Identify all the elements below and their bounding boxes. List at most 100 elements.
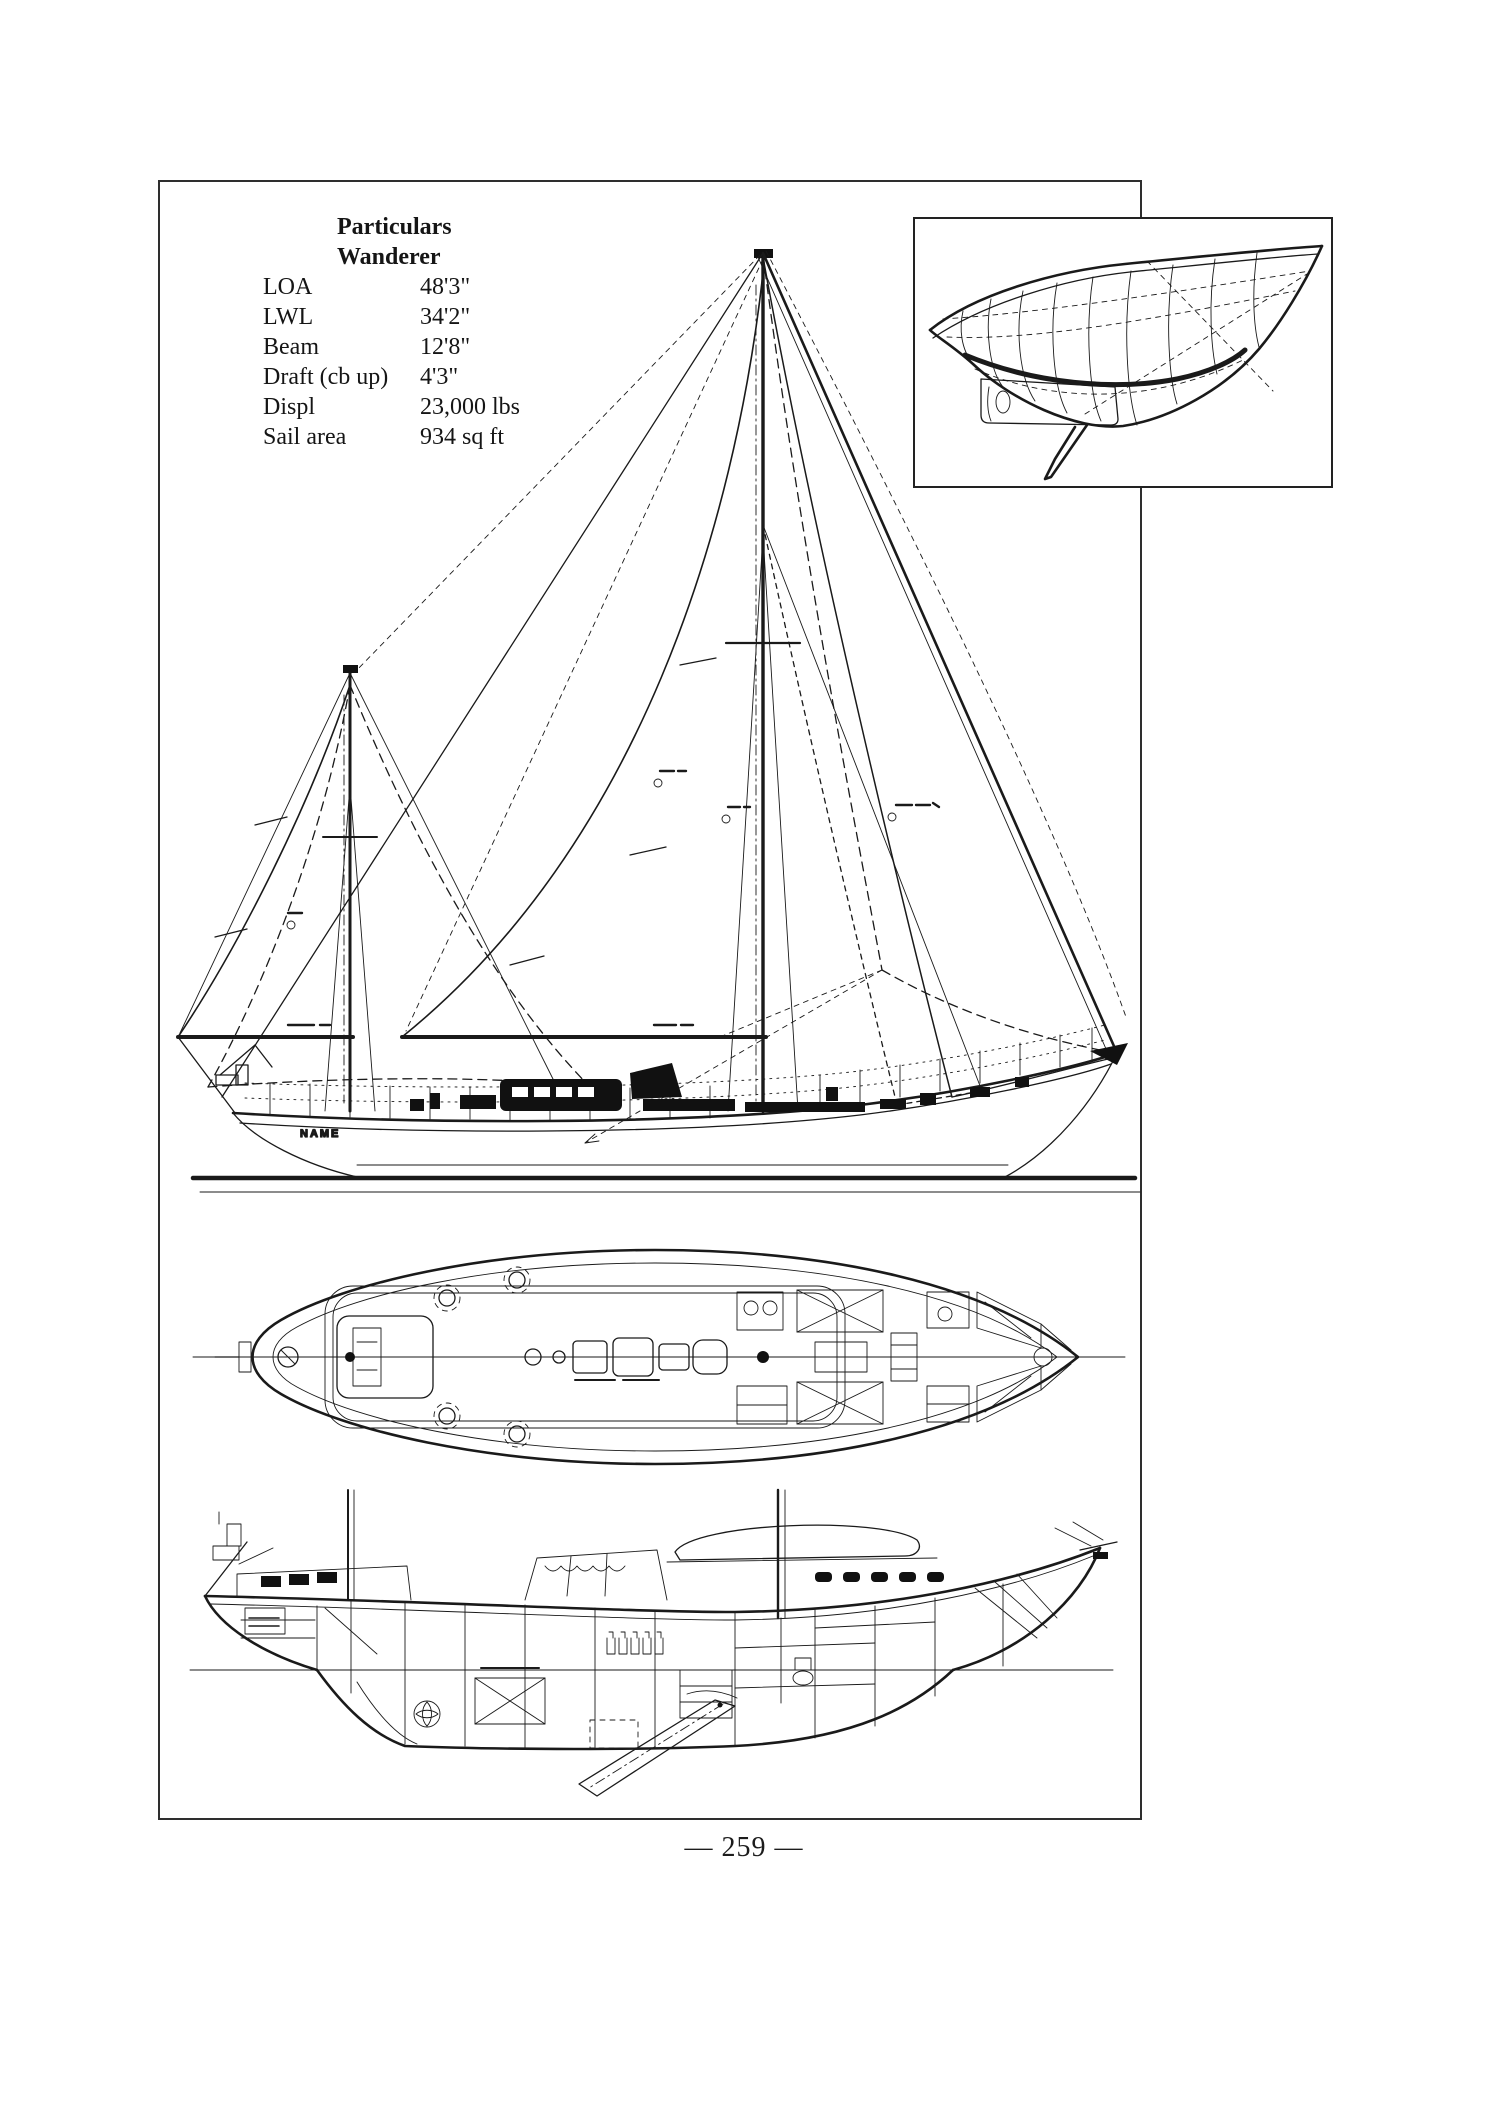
rudder-line <box>356 1681 418 1745</box>
stowed-dinghy <box>674 1524 920 1561</box>
saloon-berths <box>796 1289 884 1425</box>
sheer-line <box>928 244 1324 332</box>
winch <box>920 1093 936 1105</box>
hull-name-text: NAME <box>300 1128 340 1140</box>
station-line <box>1126 270 1138 426</box>
berth-lines <box>240 1607 936 1689</box>
bow-stem <box>1004 1052 1118 1178</box>
centerboard-slot <box>995 390 1011 414</box>
rigging <box>177 252 802 1114</box>
bow-fitting <box>1033 1347 1053 1367</box>
stern-vane-gear <box>215 1044 273 1086</box>
boat-name: Wanderer <box>337 244 441 270</box>
drawer-stack <box>679 1669 733 1719</box>
genoa-dashed <box>584 250 1127 1144</box>
hull-profile <box>231 1051 1119 1178</box>
dodger <box>630 1063 682 1099</box>
annotation-marks <box>286 769 941 1027</box>
mainsail <box>401 272 764 1038</box>
portlight <box>843 1572 860 1582</box>
particulars-row: Beam 12'8" <box>263 332 520 362</box>
main-shroud <box>762 534 799 1112</box>
sail-area-mark <box>887 801 941 822</box>
bow-fittings <box>1054 1521 1118 1559</box>
mizzen-sail <box>177 684 351 1038</box>
particulars-label: Sail area <box>263 424 347 450</box>
deck-gear <box>215 1043 1128 1112</box>
particulars-value: 934 sq ft <box>420 424 504 450</box>
station-line <box>1210 258 1218 375</box>
hull-profile <box>203 1546 1102 1751</box>
aft-cabin-trunk <box>236 1565 412 1635</box>
particulars-label: Displ <box>263 394 316 420</box>
anchor-roller <box>1093 1552 1108 1559</box>
locker-label-box <box>244 1607 286 1635</box>
vent <box>430 1093 440 1109</box>
genoa-sheet <box>719 969 883 1038</box>
waterline-dashed-3 <box>974 358 1246 395</box>
boomkin-stay <box>177 1036 236 1114</box>
lifelines <box>244 1024 1106 1103</box>
windlass <box>970 1087 990 1097</box>
deck-line-inner <box>932 253 1319 339</box>
particulars-value: 12'8" <box>420 334 471 360</box>
deck-plan-drawing <box>192 1248 1126 1466</box>
cockpit-coaming <box>643 1099 735 1111</box>
particulars-row: Draft (cb up) 4'3" <box>263 362 520 392</box>
particulars-value: 34'2" <box>420 304 471 330</box>
diagonal-dashed <box>1146 260 1274 392</box>
hatch <box>880 1099 906 1109</box>
deck-winches <box>433 1266 531 1448</box>
engine <box>474 1667 546 1725</box>
diagonal-dashed <box>1084 273 1308 415</box>
deck-fitting <box>1015 1077 1029 1087</box>
board-slot <box>686 1690 738 1699</box>
particulars-row: LWL 34'2" <box>263 302 520 332</box>
sail-area-mark <box>721 805 752 824</box>
hull-outline <box>251 1248 1080 1466</box>
page-border-frame <box>158 180 1142 1820</box>
particulars-label: Draft (cb up) <box>263 364 389 390</box>
sheet-arrowhead <box>584 1133 600 1144</box>
particulars-title: Particulars <box>337 214 452 240</box>
particulars-label: Beam <box>263 334 319 360</box>
station-line <box>987 298 1004 388</box>
waterline <box>190 1175 1141 1193</box>
particulars-block: Particulars Wanderer LOA 48'3" LWL 34'2"… <box>263 212 520 452</box>
stern-vane-gear <box>204 1511 274 1597</box>
particulars-row: Displ 23,000 lbs <box>263 392 520 422</box>
inboard-profile-drawing <box>189 1488 1118 1797</box>
spare-halyard-dashed <box>765 250 1127 1018</box>
particulars-value: 23,000 lbs <box>420 394 521 420</box>
sail-area-mark <box>286 911 304 930</box>
station-line <box>1253 252 1260 348</box>
mizzen-forestay <box>349 672 561 1094</box>
deck-box <box>745 1102 865 1112</box>
station-line <box>1052 282 1068 414</box>
stern-fittings <box>214 1341 299 1373</box>
galley-bottle-locker <box>606 1631 664 1655</box>
engine-windlass-group <box>524 1337 728 1381</box>
waterline-dashed-1 <box>942 270 1311 320</box>
station-line <box>1018 290 1036 402</box>
main-shroud <box>727 534 764 1112</box>
particulars-row: LOA 48'3" <box>263 272 520 302</box>
page-number: — 259 — <box>684 1832 804 1863</box>
main-mast-section <box>757 1351 769 1363</box>
particulars-value: 48'3" <box>420 274 471 300</box>
hull-lines-inset-box <box>913 217 1333 488</box>
main-backstay <box>221 252 764 1098</box>
forestay <box>757 251 1119 1059</box>
particulars-value: 4'3" <box>420 364 459 390</box>
particulars-label: LWL <box>263 304 314 330</box>
skylight <box>460 1095 496 1109</box>
station-line <box>960 310 974 365</box>
batten-tick <box>214 928 248 938</box>
particulars-label: LOA <box>263 274 313 300</box>
sail-plan-drawing: NAME <box>176 249 1141 1193</box>
doghouse-windshield <box>524 1549 668 1601</box>
stern-counter <box>232 1112 358 1178</box>
genoa-sheet-lead <box>584 969 883 1144</box>
batten-tick <box>254 816 288 826</box>
waterline-dashed-2 <box>946 290 1296 338</box>
